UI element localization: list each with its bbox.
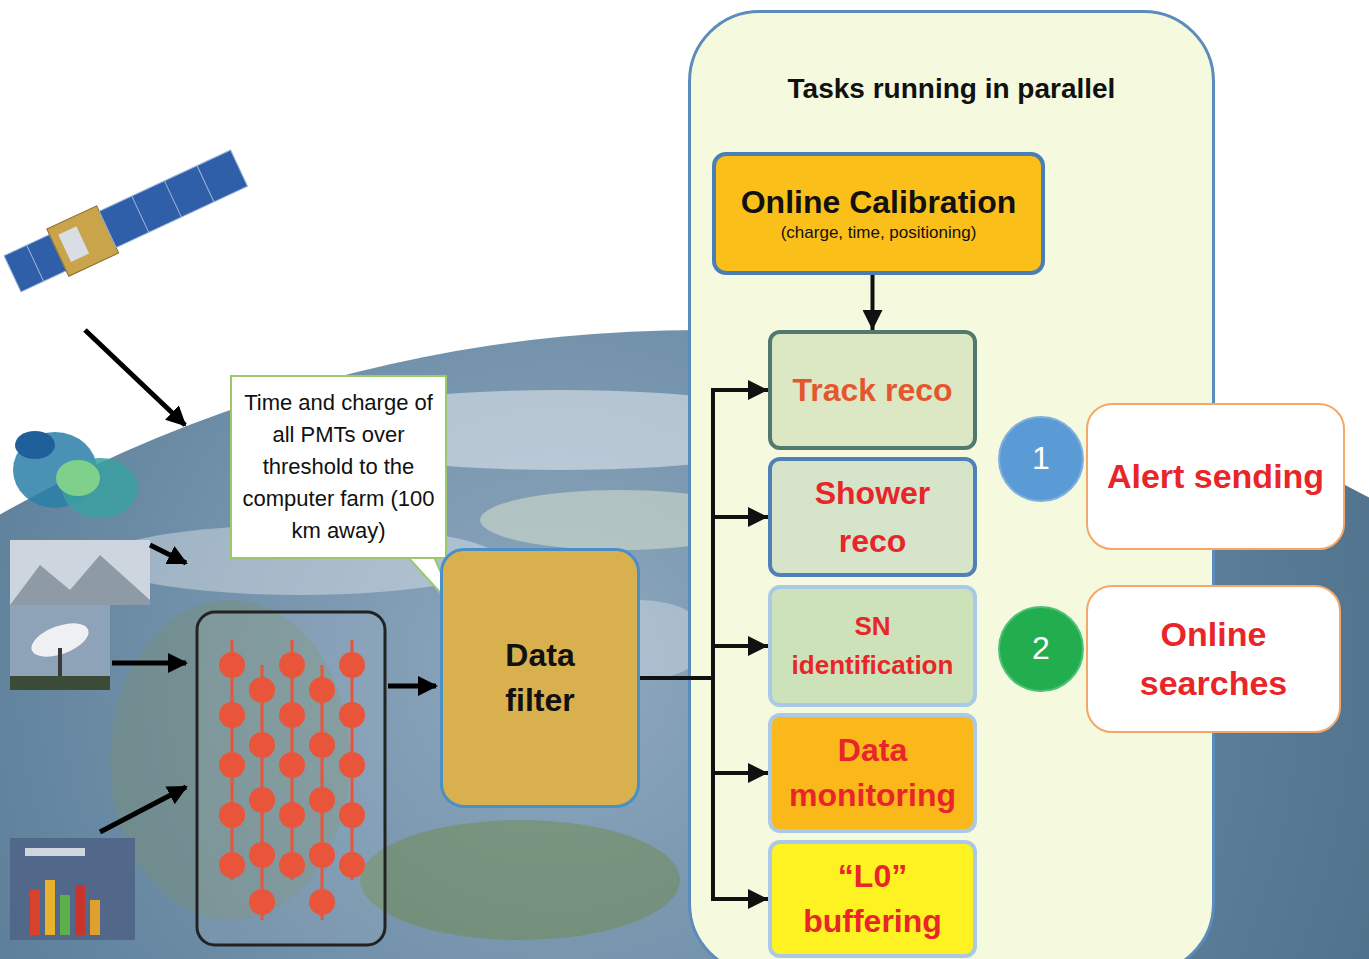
- pmt: [339, 802, 365, 828]
- mountains: [10, 555, 150, 605]
- dish-mount: [58, 648, 62, 680]
- telescope: [25, 848, 85, 856]
- node-label: Shower reco: [778, 469, 967, 565]
- photo-sky: [10, 605, 110, 690]
- signal-bar: [60, 895, 70, 935]
- solar-panel: [99, 150, 247, 248]
- node-label: Data filter: [477, 633, 603, 723]
- detector-string: [232, 640, 352, 920]
- node-label: Time and charge of all PMTs over thresho…: [242, 387, 435, 546]
- source-arrow: [112, 661, 186, 666]
- pmt: [279, 852, 305, 878]
- pmt: [339, 652, 365, 678]
- satellite-body: [47, 206, 119, 276]
- pmt: [249, 677, 275, 703]
- pmt: [249, 889, 275, 915]
- node-label: Track reco: [792, 371, 952, 409]
- telescope-image: [10, 838, 135, 940]
- process-box: “L0” buffering: [768, 840, 977, 958]
- signal-bar: [75, 885, 85, 935]
- output-box: Alert sending: [1086, 403, 1345, 550]
- source-arrow: [100, 787, 186, 832]
- signal-bar: [90, 900, 100, 935]
- radio-dish-image: [10, 605, 110, 690]
- ground: [10, 676, 110, 690]
- process-box: Track reco: [768, 330, 977, 450]
- photo-sky: [10, 540, 150, 605]
- node-label: Alert sending: [1107, 453, 1324, 501]
- process-box: Shower reco: [768, 457, 977, 577]
- pmt: [339, 702, 365, 728]
- flow-arrow: [640, 678, 768, 773]
- node-label: “L0” buffering: [778, 854, 967, 944]
- pmt: [339, 852, 365, 878]
- callout-number: 2: [998, 606, 1084, 692]
- pmt: [219, 852, 245, 878]
- wave-core: [56, 460, 100, 496]
- node-label: Online Calibration: [741, 183, 1017, 221]
- wave-lobe: [15, 431, 55, 459]
- pmt: [249, 787, 275, 813]
- signal-bar: [30, 890, 40, 935]
- pmt-group: [219, 652, 365, 915]
- flow-arrow: [640, 646, 768, 678]
- wave-lobe: [13, 432, 97, 508]
- pmt: [219, 802, 245, 828]
- dish: [27, 617, 93, 664]
- pmt: [249, 732, 275, 758]
- pmt: [279, 802, 305, 828]
- detector-frame: [197, 612, 385, 945]
- pmt: [279, 752, 305, 778]
- pmt: [219, 752, 245, 778]
- panel-grid: [27, 166, 214, 282]
- pmt: [309, 732, 335, 758]
- process-box: SN identification: [768, 585, 977, 707]
- node-label: 2: [1032, 631, 1050, 666]
- detector-arrow: [388, 684, 436, 689]
- gravitational-wave-image: [13, 431, 138, 518]
- flow-arrow: [640, 517, 768, 678]
- node-label: Data monitoring: [778, 728, 967, 818]
- callout-number: 1: [998, 416, 1084, 502]
- pmt: [279, 652, 305, 678]
- flow-arrow: [640, 390, 768, 678]
- pmt: [219, 652, 245, 678]
- solar-panel: [4, 235, 66, 292]
- land: [110, 600, 350, 920]
- earth-globe: [0, 330, 1369, 959]
- signal-bar: [45, 880, 55, 935]
- flow-arrow: [871, 275, 875, 330]
- pmt: [309, 787, 335, 813]
- pmt: [309, 889, 335, 915]
- pmt: [249, 842, 275, 868]
- cloud: [480, 490, 760, 550]
- node-label: 1: [1032, 441, 1050, 476]
- detector-array: [197, 612, 385, 945]
- pmt: [309, 842, 335, 868]
- pmt: [219, 702, 245, 728]
- node-label: Online searches: [1098, 610, 1329, 709]
- photo-ground: [10, 838, 135, 940]
- pmt: [279, 702, 305, 728]
- node-label: Tasks running in parallel: [788, 72, 1116, 106]
- land: [360, 820, 680, 940]
- output-box: Online searches: [1086, 585, 1341, 733]
- pmt: [309, 677, 335, 703]
- node-sublabel: (charge, time, positioning): [781, 222, 977, 244]
- process-box: Online Calibration(charge, time, positio…: [712, 152, 1045, 275]
- wave-lobe: [62, 458, 138, 518]
- pmt: [339, 752, 365, 778]
- source-arrow: [85, 330, 185, 425]
- process-box: Data monitoring: [768, 713, 977, 833]
- satellite: [2, 145, 251, 298]
- process-box: Data filter: [440, 548, 640, 808]
- mountain-image: [10, 540, 150, 605]
- callout-box: Time and charge of all PMTs over thresho…: [230, 375, 447, 559]
- node-label: SN identification: [778, 607, 967, 685]
- satellite-detail: [58, 226, 89, 262]
- source-arrow: [150, 545, 186, 563]
- flow-arrow: [640, 678, 768, 899]
